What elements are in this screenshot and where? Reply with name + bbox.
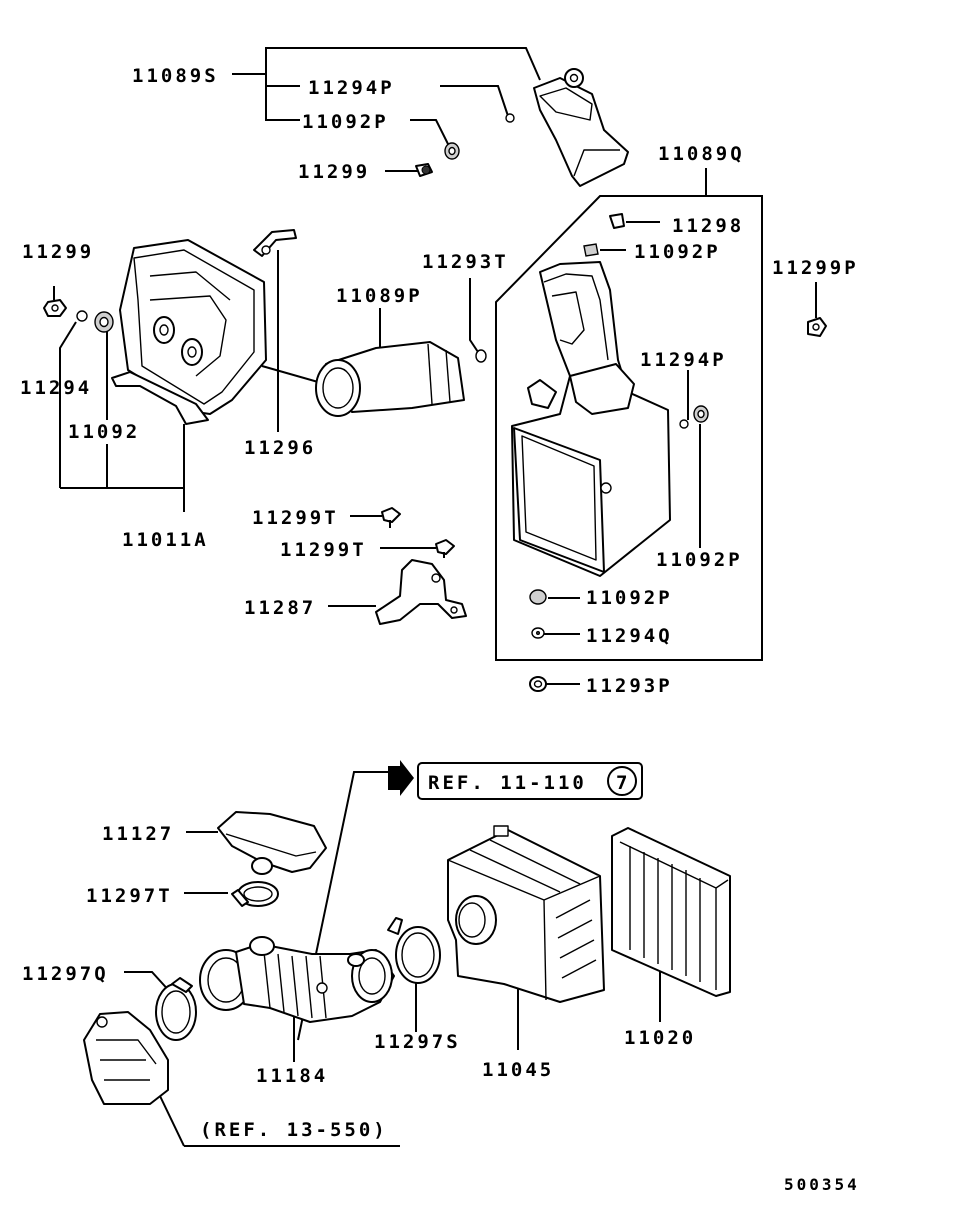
ref-11-110-pointer: [297, 760, 414, 1041]
part-11092P-box-grommet-3: [529, 589, 547, 605]
label-11297Q: 11297Q: [22, 963, 109, 985]
document-number: 500354: [784, 1175, 860, 1194]
label-11293T: 11293T: [422, 251, 509, 273]
label-11092P-top: 11092P: [302, 111, 389, 133]
label-11089Q: 11089Q: [658, 143, 745, 165]
label-11299P: 11299P: [772, 257, 859, 279]
part-11293T-clip: [475, 349, 487, 363]
part-11011A-housing: [111, 239, 267, 425]
leader-11299T: [328, 515, 436, 607]
part-11092P-box-grommet-2: [693, 405, 709, 423]
part-11020-air-filter: [611, 827, 731, 997]
label-11184: 11184: [256, 1065, 328, 1087]
label-11092-left: 11092: [68, 421, 140, 443]
label-11127: 11127: [102, 823, 174, 845]
part-11092-left-grommet: [94, 311, 114, 333]
label-11299-top: 11299: [298, 161, 370, 183]
label-11297S: 11297S: [374, 1031, 461, 1053]
part-11299T-bolt-1: [381, 507, 401, 528]
label-11297T: 11297T: [86, 885, 173, 907]
part-11294Q-clip: [531, 627, 545, 639]
leader-11089S: [232, 47, 541, 172]
part-11294-left-clip: [76, 310, 88, 322]
part-11089S-duct: [533, 68, 629, 187]
label-11293P: 11293P: [586, 675, 673, 697]
label-11299T-2: 11299T: [280, 539, 367, 561]
part-11045-cleaner-case: [447, 825, 605, 1003]
label-11296: 11296: [244, 437, 316, 459]
part-11297Q-clamp: [155, 977, 197, 1041]
part-11299-top-bolt: [415, 163, 433, 177]
part-11089Q-cleaner-assy: [511, 261, 671, 577]
part-11296-bracket: [253, 229, 297, 257]
label-11294Q: 11294Q: [586, 625, 673, 647]
label-11020: 11020: [624, 1027, 696, 1049]
label-11045: 11045: [482, 1059, 554, 1081]
label-11092P-box-2: 11092P: [656, 549, 743, 571]
part-11089P-duct: [315, 341, 465, 417]
ref-11-110-label: REF. 11-110: [428, 772, 587, 794]
part-11297S-clamp: [387, 917, 441, 984]
part-11299T-bolt-2: [435, 539, 455, 558]
label-11287: 11287: [244, 597, 316, 619]
label-11294P-box: 11294P: [640, 349, 727, 371]
ref-11-110-box: [417, 762, 643, 800]
box-11089Q: [495, 168, 763, 661]
part-11297T-clamp: [231, 881, 279, 907]
label-11294-left: 11294: [20, 377, 92, 399]
part-11092P-box-grommet-1: [583, 243, 599, 257]
part-11287-bracket: [375, 559, 467, 625]
part-11299-left-bolt: [43, 299, 67, 317]
part-11293P-grommet: [529, 676, 547, 692]
part-11294P-top-clip: [505, 113, 515, 123]
label-11092P-box-3: 11092P: [586, 587, 673, 609]
part-11092P-top-grommet: [444, 142, 460, 160]
label-11299-left: 11299: [22, 241, 94, 263]
part-11294P-box-clip: [679, 419, 689, 429]
ref-11-110-circle-number: 7: [616, 772, 630, 794]
leader-box-11089Q: [544, 221, 817, 685]
label-11299T-1: 11299T: [252, 507, 339, 529]
label-11294P-top: 11294P: [308, 77, 395, 99]
leader-11293T: [469, 278, 479, 353]
label-11298: 11298: [672, 215, 744, 237]
leader-11011A: [53, 250, 279, 512]
label-11089P: 11089P: [336, 285, 423, 307]
part-11184-intake-hose: [199, 936, 395, 1023]
leader-11089P: [261, 308, 381, 383]
label-11011A: 11011A: [122, 529, 209, 551]
part-throttle-body-ref: [83, 1011, 169, 1105]
label-11089S: 11089S: [132, 65, 219, 87]
part-11127-resonator: [217, 811, 327, 875]
label-layer: 11089S 11294P 11092P 11299 11089Q 11298 …: [20, 65, 860, 1194]
part-11298-screw: [609, 213, 625, 229]
ref-13-550-label: (REF. 13-550): [200, 1119, 388, 1141]
label-11092P-box-1: 11092P: [634, 241, 721, 263]
part-11299P-bolt: [807, 317, 827, 337]
